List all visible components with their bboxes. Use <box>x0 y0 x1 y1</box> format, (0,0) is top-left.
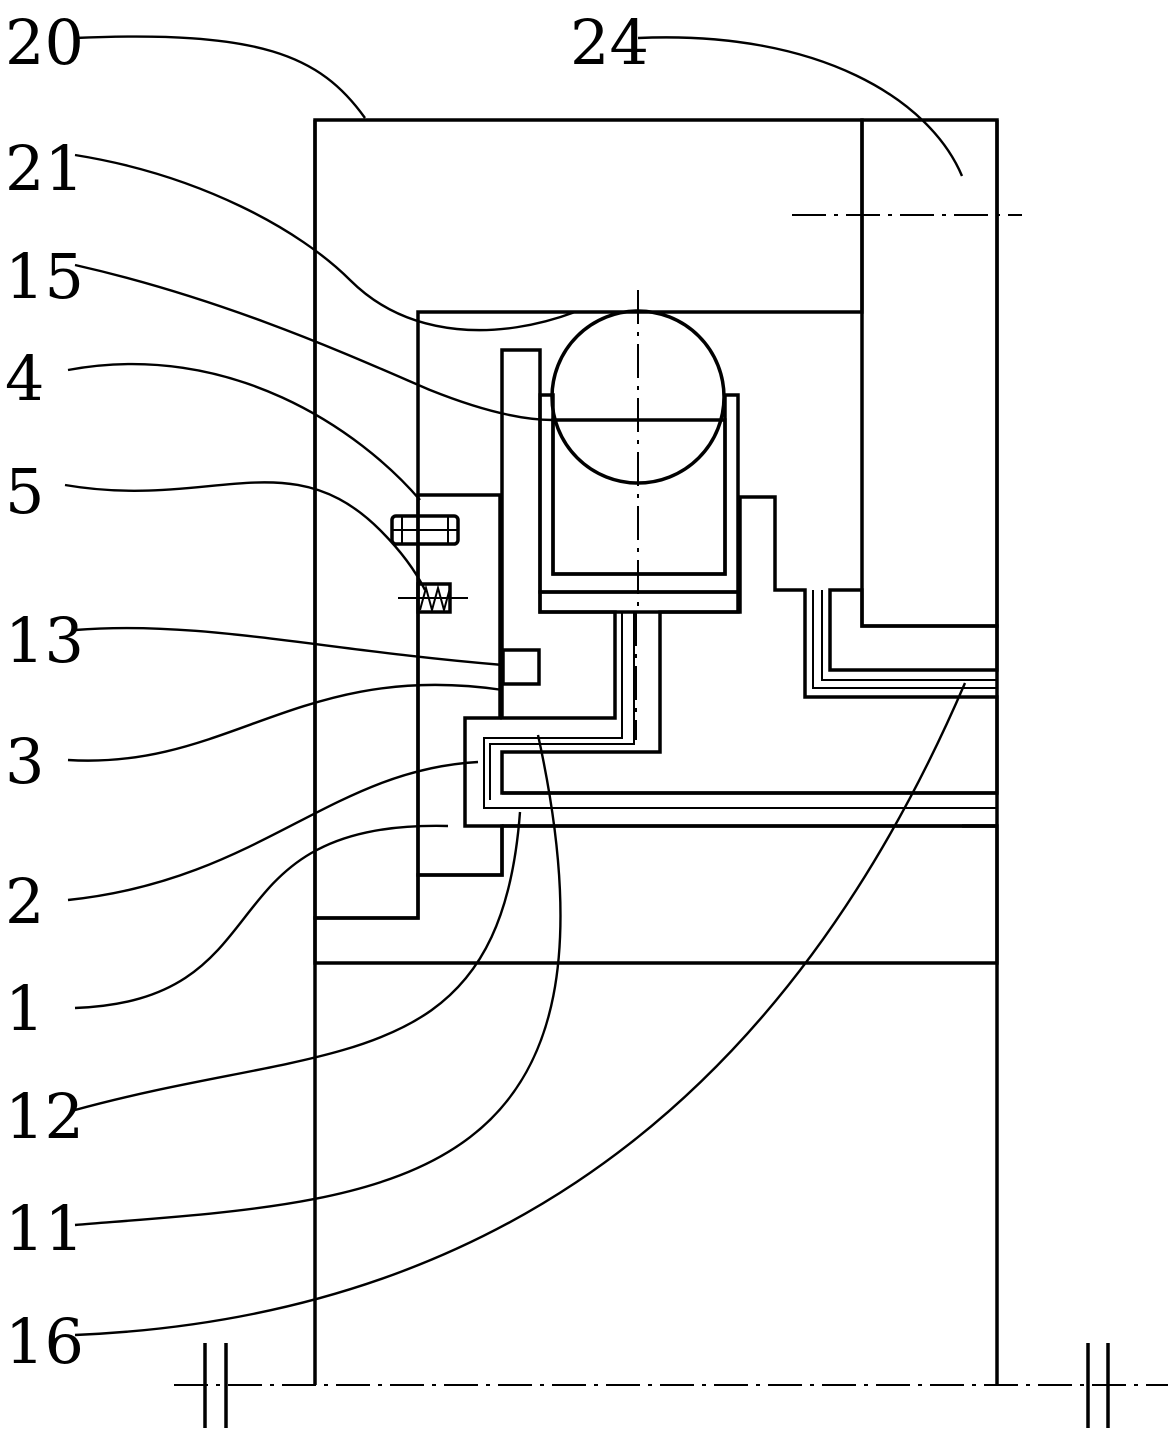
center-lines <box>174 215 1168 1385</box>
label-15: 15 <box>5 240 84 313</box>
label-1: 1 <box>5 972 44 1045</box>
label-3: 3 <box>5 725 44 798</box>
label-16: 16 <box>5 1305 84 1378</box>
label-21: 21 <box>5 132 84 205</box>
label-20: 20 <box>5 6 84 79</box>
pin-part-4 <box>392 516 458 544</box>
spring-part-5 <box>398 584 468 612</box>
label-13: 13 <box>5 604 84 677</box>
leader-lines <box>65 37 965 1335</box>
block-part-13 <box>503 650 539 684</box>
label-12: 12 <box>5 1080 84 1153</box>
right-block-part-24 <box>862 120 997 626</box>
housing-part-20 <box>315 120 862 918</box>
label-5: 5 <box>5 455 44 528</box>
cage-part-3 <box>502 350 615 718</box>
label-4: 4 <box>5 342 44 415</box>
part-labels: 20 24 21 15 4 5 13 3 2 1 12 11 16 <box>5 6 649 1378</box>
label-2: 2 <box>5 865 44 938</box>
label-24: 24 <box>570 6 649 79</box>
label-11: 11 <box>5 1192 84 1265</box>
